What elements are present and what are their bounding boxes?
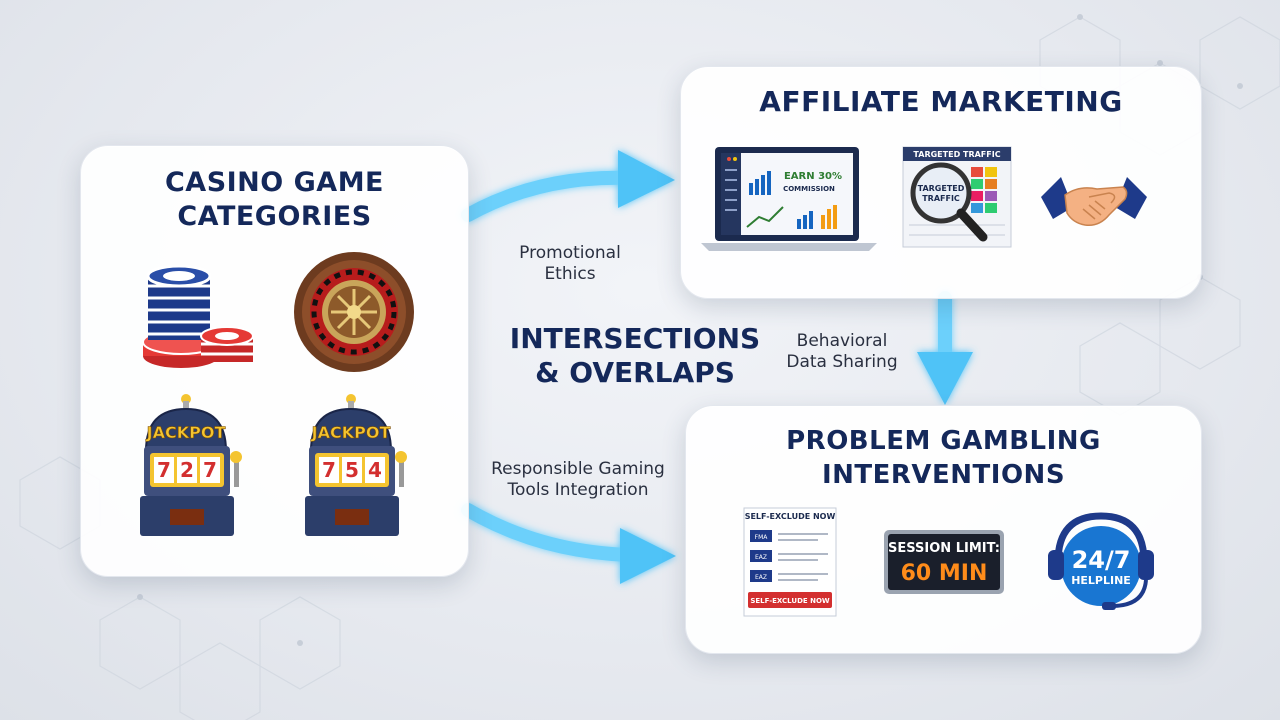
slot-reel-3: 4: [368, 458, 382, 482]
form-field-1: FMA: [755, 534, 769, 541]
form-field-2: EAZ: [755, 554, 767, 561]
laptop-commission-text: COMMISSION: [783, 185, 835, 193]
slot-machine-icon: JACKPOT 7 5 4: [305, 394, 407, 536]
problem-title-line2: INTERVENTIONS: [821, 460, 1066, 490]
helpline-text: HELPLINE: [1071, 574, 1131, 587]
form-field-3: EAZ: [755, 574, 767, 581]
casino-game-categories-card: CASINO GAME CATEGORIES: [80, 145, 469, 577]
self-exclude-form-icon: SELF-EXCLUDE NOW FMA EAZ EAZ SELF-EXCLUD…: [743, 507, 837, 617]
behav-label-line2: Data Sharing: [786, 352, 898, 372]
session-limit-display-icon: SESSION LIMIT: 60 MIN: [884, 530, 1004, 594]
slot-reel-2: 2: [180, 458, 194, 482]
behavioral-data-sharing-label: Behavioral Data Sharing: [772, 331, 912, 373]
arrow-head-problem-down: [917, 352, 973, 405]
center-title-line2: & OVERLAPS: [535, 356, 735, 389]
arrow-casino-to-affiliate: [461, 170, 637, 222]
resp-label-line2: Tools Integration: [507, 480, 649, 500]
form-button-text: SELF-EXCLUDE NOW: [750, 597, 830, 605]
intersections-overlaps-title: INTERSECTIONS & OVERLAPS: [500, 322, 770, 390]
center-title-line1: INTERSECTIONS: [509, 322, 761, 355]
slot-reel-3: 7: [203, 458, 217, 482]
targeted-traffic-icon: TARGETED TRAFFIC TARGETED TRAFFIC: [902, 146, 1012, 248]
promo-label-line1: Promotional: [519, 243, 621, 263]
problem-gambling-interventions-card: PROBLEM GAMBLING INTERVENTIONS SELF-EXCL…: [685, 405, 1202, 654]
slot-reel-2: 5: [345, 458, 359, 482]
casino-title-line1: CASINO GAME: [164, 167, 385, 198]
affiliate-card-title: AFFILIATE MARKETING: [759, 85, 1123, 118]
affiliate-marketing-card: AFFILIATE MARKETING EARN 30% COMMISSION …: [680, 66, 1202, 299]
form-header-text: SELF-EXCLUDE NOW: [745, 512, 836, 521]
resp-label-line1: Responsible Gaming: [491, 459, 665, 479]
session-limit-value: 60 MIN: [901, 561, 988, 586]
casino-title-line2: CATEGORIES: [177, 201, 372, 232]
handshake-icon: [1041, 177, 1147, 227]
arrow-casino-to-problem: [461, 503, 637, 562]
session-limit-label: SESSION LIMIT:: [888, 541, 1000, 556]
responsible-gaming-label: Responsible Gaming Tools Integration: [476, 459, 680, 501]
helpline-headset-icon: 24/7 HELPLINE: [1048, 512, 1154, 610]
problem-title-line1: PROBLEM GAMBLING: [786, 426, 1101, 456]
slot-reel-1: 7: [322, 458, 336, 482]
promotional-ethics-label: Promotional Ethics: [500, 243, 640, 285]
laptop-dashboard-icon: EARN 30% COMMISSION: [701, 147, 877, 251]
arrow-head-problem: [620, 528, 676, 584]
poker-chips-icon: [142, 264, 254, 368]
helpline-24-7-text: 24/7: [1072, 546, 1131, 574]
laptop-earn-text: EARN 30%: [784, 171, 842, 182]
slot-reel-1: 7: [157, 458, 171, 482]
promo-label-line2: Ethics: [544, 264, 596, 284]
behav-label-line1: Behavioral: [796, 331, 888, 351]
casino-card-title: CASINO GAME CATEGORIES: [81, 166, 468, 234]
traffic-header-text: TARGETED TRAFFIC: [913, 150, 1000, 159]
slot-jackpot-sign: JACKPOT: [146, 423, 226, 442]
traffic-lens-text-2: TRAFFIC: [922, 194, 960, 203]
problem-card-title: PROBLEM GAMBLING INTERVENTIONS: [686, 424, 1201, 492]
slot-machine-icon: JACKPOT 7 2 7: [140, 394, 242, 536]
arrow-head-affiliate: [618, 150, 675, 208]
slot-jackpot-sign: JACKPOT: [311, 423, 391, 442]
roulette-wheel-icon: [294, 252, 414, 372]
traffic-lens-text-1: TARGETED: [918, 184, 965, 193]
